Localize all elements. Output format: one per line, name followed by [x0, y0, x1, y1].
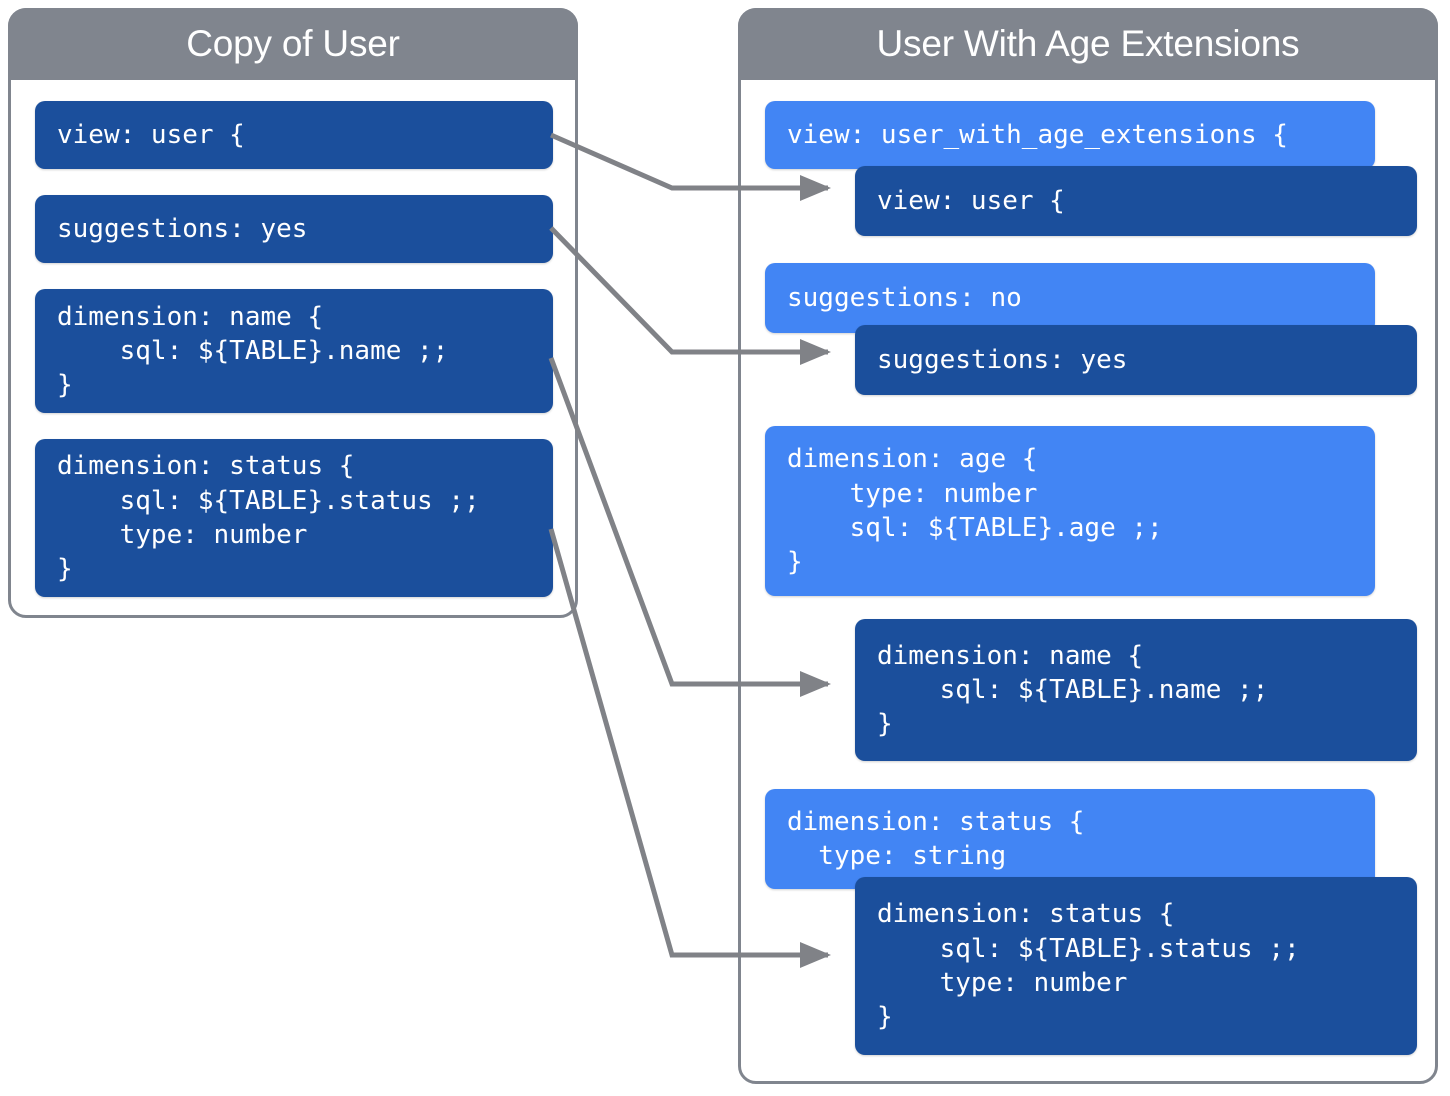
code-block-right-dimension-name: dimension: name { sql: ${TABLE}.name ;; …	[855, 619, 1417, 761]
panel-header-copy-of-user: Copy of User	[8, 8, 578, 80]
code-text-right-dimension-age: dimension: age { type: number sql: ${TAB…	[787, 444, 1163, 578]
code-text-right-dimension-status-light: dimension: status { type: string	[787, 806, 1085, 871]
code-block-right-dimension-status-dark: dimension: status { sql: ${TABLE}.status…	[855, 877, 1417, 1055]
code-text-left-dimension-name: dimension: name { sql: ${TABLE}.name ;; …	[57, 301, 449, 401]
code-block-left-dimension-name: dimension: name { sql: ${TABLE}.name ;; …	[35, 289, 553, 413]
code-block-left-suggestions: suggestions: yes	[35, 195, 553, 263]
code-text-right-view-user: view: user {	[877, 185, 1065, 216]
code-block-right-suggestions-yes: suggestions: yes	[855, 325, 1417, 395]
panel-title-user-with-age-extensions: User With Age Extensions	[876, 23, 1300, 64]
code-text-left-dimension-status: dimension: status { sql: ${TABLE}.status…	[57, 451, 480, 585]
code-block-right-suggestions-no: suggestions: no	[765, 263, 1375, 333]
code-text-right-suggestions-no: suggestions: no	[787, 282, 1022, 313]
panel-copy-of-user: Copy of User view: user { suggestions: y…	[8, 8, 578, 618]
code-block-right-view-extension: view: user_with_age_extensions {	[765, 101, 1375, 169]
code-text-left-view: view: user {	[57, 119, 245, 150]
code-block-right-dimension-status-light: dimension: status { type: string	[765, 789, 1375, 889]
code-text-right-dimension-status-dark: dimension: status { sql: ${TABLE}.status…	[877, 899, 1300, 1033]
code-text-right-dimension-name: dimension: name { sql: ${TABLE}.name ;; …	[877, 640, 1269, 740]
code-block-right-view-user: view: user {	[855, 166, 1417, 236]
code-text-right-view-extension: view: user_with_age_extensions {	[787, 119, 1288, 150]
code-text-left-suggestions: suggestions: yes	[57, 213, 308, 244]
panel-user-with-age-extensions: User With Age Extensions view: user_with…	[738, 8, 1438, 1084]
code-block-left-view: view: user {	[35, 101, 553, 169]
panel-title-copy-of-user: Copy of User	[186, 23, 400, 64]
code-block-left-dimension-status: dimension: status { sql: ${TABLE}.status…	[35, 439, 553, 597]
code-text-right-suggestions-yes: suggestions: yes	[877, 344, 1128, 375]
code-block-right-dimension-age: dimension: age { type: number sql: ${TAB…	[765, 426, 1375, 596]
panel-header-user-with-age-extensions: User With Age Extensions	[738, 8, 1438, 80]
